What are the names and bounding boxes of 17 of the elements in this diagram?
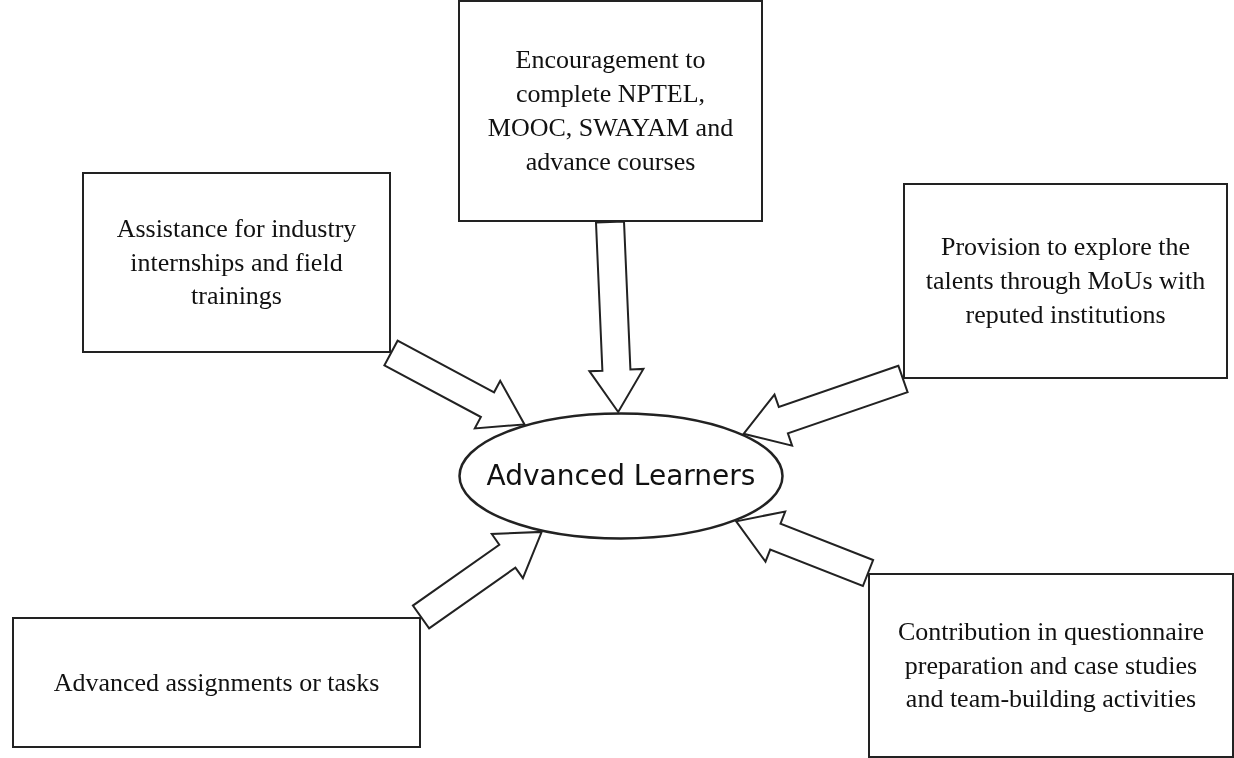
text-box <box>868 573 1234 758</box>
node-label: Assistance for industry internships and field trainings <box>115 212 358 313</box>
block-arrow <box>383 339 527 430</box>
node-label: Advanced assignments or tasks <box>53 666 380 699</box>
node-label: Encouragement to complete NPTEL, MOOC, SWAYAM and advance courses <box>486 44 735 178</box>
node-label: Contribution in questionnaire preparation and case studies and team-building activities <box>896 615 1206 716</box>
block-arrow <box>741 364 909 448</box>
block-arrow <box>411 530 544 630</box>
text-box <box>82 172 391 353</box>
text-box <box>903 183 1228 379</box>
block-arrow <box>734 510 875 588</box>
ellipse-node <box>458 412 784 540</box>
node-label: Advanced Learners <box>486 457 756 494</box>
text-box <box>12 617 421 748</box>
text-box <box>458 0 763 222</box>
node-label: Provision to explore the talents through MoUs with reputed institutions <box>924 231 1207 331</box>
block-arrow <box>587 220 646 414</box>
